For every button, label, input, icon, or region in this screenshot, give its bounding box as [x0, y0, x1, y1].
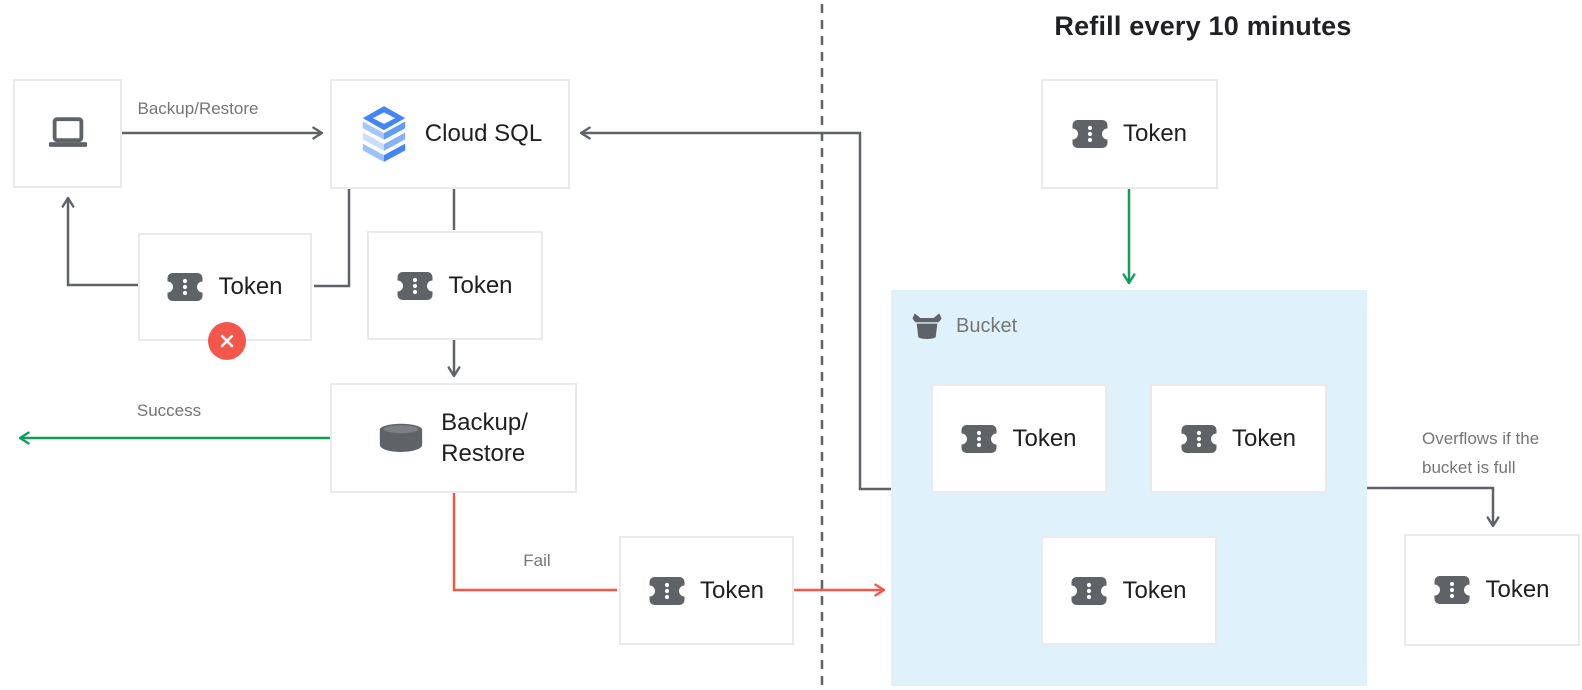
- token-label: Token: [1122, 120, 1188, 147]
- token-node-overflow: Token: [1404, 534, 1580, 646]
- token-label: Token: [1122, 576, 1187, 604]
- error-x-icon: [208, 322, 246, 360]
- bucket-label: Bucket: [956, 315, 1018, 337]
- token-node-refill: Token: [1041, 79, 1218, 189]
- edge-bucket-overflow: [1367, 486, 1500, 528]
- token-label: Token: [1485, 576, 1550, 603]
- ticket-token-icon: [1071, 576, 1108, 605]
- backup-restore-label: Backup/ Restore: [441, 409, 528, 467]
- token-node-bucket-2: Token: [1150, 384, 1327, 493]
- edge-fail: [452, 493, 617, 592]
- edge-cloudsql-to-rejected-token: [314, 189, 351, 288]
- cloud-sql-node: Cloud SQL: [330, 79, 570, 189]
- bucket-header: Bucket: [911, 312, 1017, 341]
- cloud-sql-stack-icon: [362, 106, 405, 162]
- backup-restore-node: Backup/ Restore: [330, 383, 577, 493]
- token-node-rejected: Token: [138, 233, 312, 360]
- token-label: Token: [699, 576, 765, 604]
- edge-bucket-to-cloudsql: [579, 126, 891, 491]
- ticket-token-icon: [397, 271, 434, 300]
- backup-restore-edge-label: Backup/Restore: [137, 99, 259, 118]
- token-label: Token: [448, 271, 513, 299]
- token-label: Token: [1231, 424, 1297, 452]
- token-label: Token: [1012, 424, 1077, 452]
- ticket-token-icon: [1180, 424, 1217, 453]
- token-node-request: Token: [367, 231, 543, 340]
- client-node: [13, 79, 122, 188]
- token-node-bucket-1: Token: [931, 384, 1107, 493]
- database-cylinder-icon: [379, 423, 423, 452]
- ticket-token-icon: [648, 576, 685, 605]
- ticket-token-icon: [1071, 120, 1108, 148]
- edge-rejected-token-to-client: [61, 196, 138, 287]
- cloud-sql-label: Cloud SQL: [424, 120, 543, 147]
- token-node-bucket-3: Token: [1041, 536, 1217, 645]
- ticket-token-icon: [961, 424, 998, 453]
- refill-title: Refill every 10 minutes: [1054, 11, 1352, 41]
- bucket-icon: [912, 313, 942, 339]
- token-node-fail: Token: [619, 536, 794, 645]
- ticket-token-icon: [167, 273, 204, 301]
- laptop-icon: [48, 117, 87, 147]
- fail-edge-label: Fail: [523, 551, 551, 570]
- success-edge-label: Success: [136, 401, 202, 420]
- token-label: Token: [218, 273, 283, 300]
- ticket-token-icon: [1434, 576, 1471, 604]
- overflow-edge-label: Overflows if the bucket is full: [1422, 429, 1540, 477]
